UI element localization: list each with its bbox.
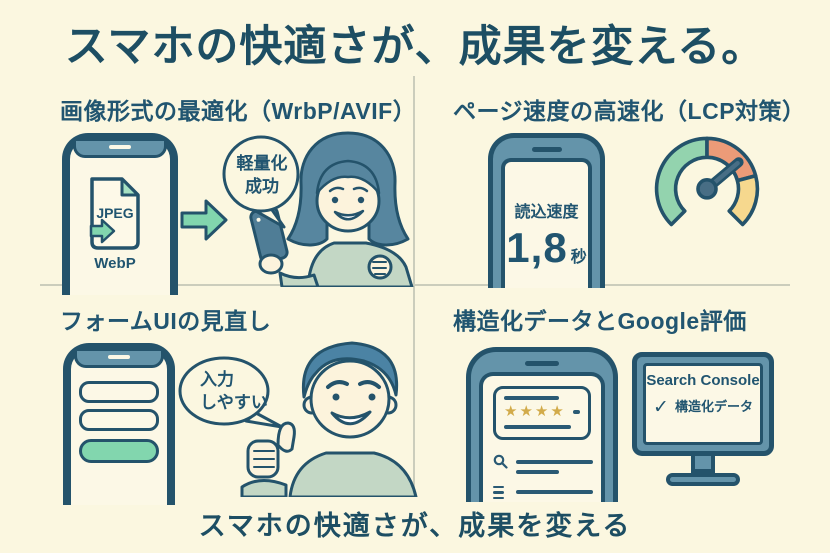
speed-value: 1,8	[506, 224, 568, 271]
bubble-line: 成功	[245, 177, 279, 196]
search-icon	[493, 454, 509, 469]
structured-data-check-row: ✓ 構造化データ	[646, 396, 760, 419]
phone-notch	[73, 141, 167, 158]
text-line	[504, 425, 571, 429]
monitor-base	[666, 473, 740, 486]
phone-screen: ★★★★	[479, 372, 605, 502]
structured-data-label: 構造化データ	[674, 399, 753, 414]
speed-gauge-icon	[654, 136, 760, 227]
phone-notch	[74, 351, 164, 368]
bubble-line: しやすい	[200, 393, 268, 412]
monitor-stand	[691, 456, 715, 473]
monitor-search-console: Search Console ✓ 構造化データ	[632, 352, 774, 486]
heading-structured-data: 構造化データとGoogle評価	[453, 308, 747, 334]
man-thumbs-up-illustration	[240, 341, 418, 497]
speed-label: 読込速度	[514, 204, 579, 221]
check-icon: ✓	[653, 397, 669, 418]
file-from-label: JPEG	[96, 205, 133, 221]
heading-form-ui: フォームUIの見直し	[60, 308, 272, 334]
big-arrow-right-icon	[180, 199, 228, 241]
speaker-dash	[108, 355, 130, 359]
speaker-dash	[109, 145, 131, 149]
horizontal-divider	[40, 284, 790, 286]
speaker-dash	[531, 147, 562, 152]
phone-form-ui	[63, 343, 175, 505]
file-conversion-icon: JPEG WebP	[89, 177, 140, 272]
monitor-screen: Search Console ✓ 構造化データ	[643, 363, 763, 445]
heading-image-format: 画像形式の最適化（WrbP/AVIF）	[60, 98, 417, 124]
bubble-easy-input-text: 入力 しやすい	[200, 368, 268, 414]
file-to-label: WebP	[94, 255, 135, 272]
phone-search-results: ★★★★	[466, 347, 618, 502]
star-icons: ★★★★	[504, 403, 566, 420]
search-result-row	[493, 484, 593, 501]
bubble-line: 入力	[200, 370, 234, 389]
monitor-frame: Search Console ✓ 構造化データ	[632, 352, 774, 456]
speech-bubble-lightweight	[222, 135, 300, 229]
bubble-line: 軽量化	[236, 154, 288, 173]
text-line	[504, 396, 559, 400]
heading-page-speed: ページ速度の高速化（LCP対策）	[453, 98, 806, 124]
monitor-title: Search Console	[646, 372, 760, 389]
speech-bubble-easy-input	[178, 356, 284, 429]
menu-icon	[493, 484, 509, 501]
form-submit-button	[79, 439, 159, 463]
form-input-field	[79, 409, 159, 431]
search-result-row	[516, 470, 593, 474]
speed-unit: 秒	[570, 249, 587, 266]
text-line	[516, 459, 593, 464]
search-result-row	[493, 454, 593, 469]
bubble-lightweight-text: 軽量化 成功	[222, 152, 302, 198]
speaker-dash	[525, 361, 559, 366]
text-line	[572, 410, 580, 414]
form-input-field	[79, 381, 159, 403]
review-stars-row: ★★★★	[504, 403, 580, 420]
review-card: ★★★★	[493, 386, 591, 440]
convert-arrow-icon	[89, 218, 116, 244]
footer-text: スマホの快適さが、成果を変える	[198, 511, 632, 541]
text-line	[516, 490, 593, 495]
page-title: スマホの快適さが、成果を変える。	[64, 23, 766, 71]
text-line	[516, 470, 560, 474]
